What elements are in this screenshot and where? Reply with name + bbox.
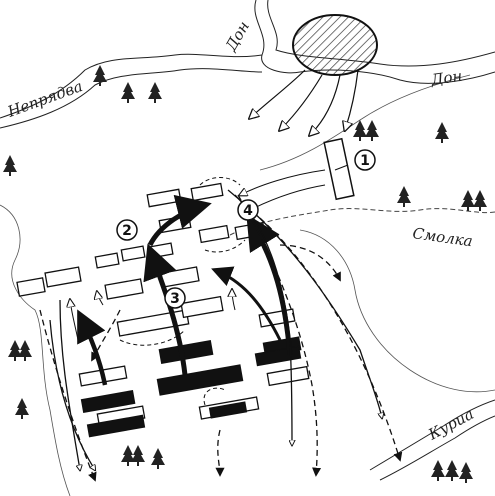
tree-icon [131,445,145,466]
main-attack-arrows [77,194,293,386]
top-arrows [250,69,359,135]
army-units-solid [80,336,302,438]
marker-2: 2 [116,219,138,241]
svg-text:1: 1 [360,153,370,169]
tree-icon [151,448,165,469]
dashed-arrows [39,194,403,482]
river-label-don-right: Дон [429,67,463,89]
dashed-curves [119,177,246,406]
svg-text:4: 4 [243,203,253,219]
svg-text:3: 3 [170,291,180,307]
tree-icon [431,460,445,481]
trees [3,65,487,483]
marker-3: 3 [164,287,186,309]
tree-icon [353,120,367,141]
river-smolka [229,208,495,236]
tree-icon [435,122,449,143]
tree-icon [148,82,162,103]
tree-icon [459,462,473,483]
unit-rectangle-icon [323,137,355,201]
tree-icon [397,186,411,207]
tree-icon [3,155,17,176]
svg-text:2: 2 [122,223,132,239]
river-label-kurtsa: Куриа [425,405,477,444]
river-don [0,0,495,129]
tree-icon [121,82,135,103]
tree-icon [15,398,29,419]
river-label-smolka: Смолка [411,224,473,250]
small-arrows [70,290,235,341]
tree-icon [93,65,107,86]
marker-1: 1 [354,149,376,171]
tree-icon [18,340,32,361]
ambush-mark [334,164,349,171]
tree-icon [365,120,379,141]
hatched-ellipse-icon [292,14,378,76]
tree-icon [445,460,459,481]
tree-icon [121,445,135,466]
tree-icon [8,340,22,361]
river-label-don-upper: Дон [221,18,253,55]
river-kurtsa [369,399,495,481]
tree-icon [473,190,487,211]
tree-icon [461,190,475,211]
marker-4: 4 [237,199,259,221]
